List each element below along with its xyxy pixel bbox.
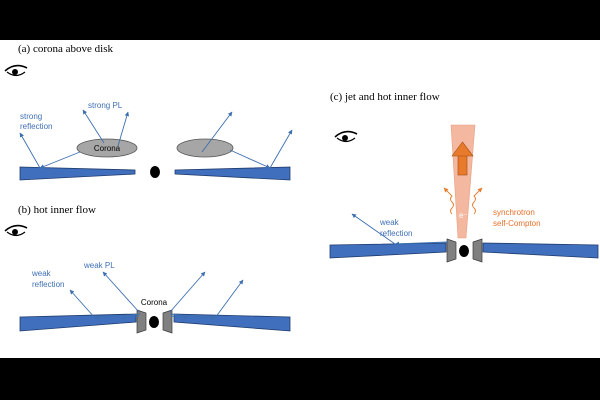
panel-b: (b) hot inner flow Corona weak reflectio… [4,204,291,334]
panel-a-title: (a) corona above disk [18,43,113,55]
power-law-arrow [394,241,449,247]
hot-flow-left [446,238,457,263]
panel-c: (c) jet and hot inner flow e⁻ weak refle… [329,91,599,263]
label-self-compton: self-Compton [493,219,541,228]
eye-icon [4,64,28,77]
truncated-disk-right [173,313,291,332]
truncated-disk-right [482,242,599,259]
hot-flow-right [162,309,173,334]
label-weak-pl: weak PL [83,261,115,270]
reflection-arrow [19,132,41,169]
label-strong-reflection-line2: reflection [20,122,52,131]
reflection-arrow [69,289,96,319]
reflection-arrow [39,151,81,169]
figure-background [0,40,600,358]
power-law-arrow [82,109,105,144]
electron-label: e⁻ [459,211,468,220]
photon-wavy-arrow [472,187,483,215]
corona-left [76,138,138,158]
power-law-arrow [169,271,206,313]
jet-direction-arrow [451,141,474,176]
photon-wavy-arrow [443,187,454,215]
panel-b-title: (b) hot inner flow [18,204,96,216]
corona-label: Corona [94,144,121,153]
black-hole [149,316,159,328]
label-weak-reflection-line1: weak [31,269,52,278]
reflection-arrow [351,213,396,245]
hot-flow-right [472,238,483,263]
power-law-arrow [201,111,233,153]
reflection-arrow [229,149,271,169]
power-law-arrow [169,313,216,320]
accretion-disk-right [174,166,291,181]
hot-flow-left [136,309,147,334]
label-strong-reflection-line1: strong [20,112,42,121]
accretion-disk-left [19,166,136,181]
reflection-arrow [269,129,293,169]
panel-c-title: (c) jet and hot inner flow [330,91,440,103]
power-law-arrow [170,315,189,320]
label-strong-pl: strong PL [88,101,123,110]
label-weak-reflection-line1: weak [379,218,400,227]
black-hole [459,245,469,257]
power-law-arrow [102,271,140,313]
panel-a: (a) corona above disk Corona strong refl… [4,43,293,181]
power-law-arrow [94,313,141,320]
black-hole [150,166,160,178]
label-weak-reflection-line2: reflection [380,229,412,238]
truncated-disk-left [19,313,137,332]
label-weak-reflection-line2: reflection [32,280,64,289]
eye-icon [334,130,358,143]
reflection-arrow [214,279,244,319]
eye-icon [4,224,28,237]
power-law-arrow [121,315,140,320]
label-synchrotron: synchrotron [493,208,535,217]
corona-label: Corona [141,298,168,307]
power-law-arrow [117,111,130,147]
